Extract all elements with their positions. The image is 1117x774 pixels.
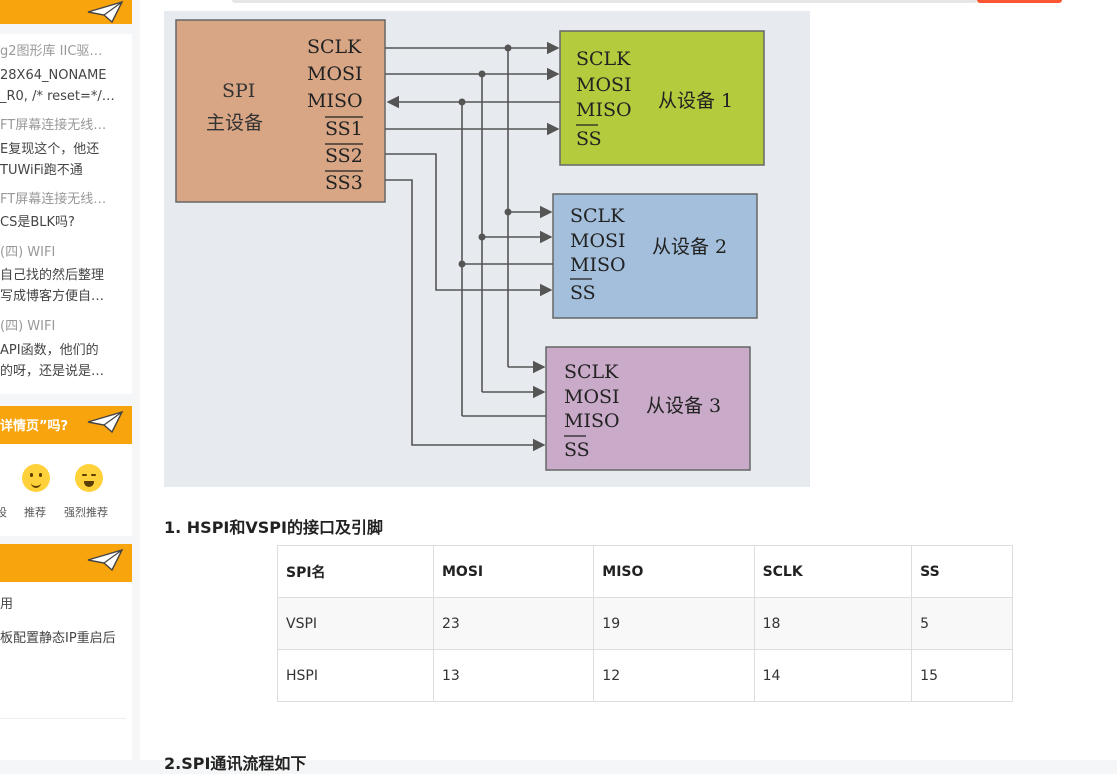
rating-label[interactable]: 推荐: [24, 506, 46, 519]
related-item-snippet[interactable]: _R0, /* reset=*/…: [0, 89, 115, 104]
related-item-snippet[interactable]: 写成博客方便自…: [0, 289, 105, 304]
related-item-snippet[interactable]: E复现这个，他还: [0, 142, 100, 157]
bottom-list-card: 用 板配置静态IP重启后: [0, 582, 132, 760]
table-header-cell: MOSI: [432, 545, 595, 598]
related-item-title[interactable]: FT屏幕连接无线…: [0, 118, 107, 133]
related-item-title[interactable]: g2图形库 IIC驱…: [0, 44, 103, 59]
master-pin-ss2: SS2: [325, 145, 363, 167]
section-heading-2: 2.SPI通讯流程如下: [164, 754, 307, 773]
master-device-box: [175, 19, 386, 203]
table-cell: 23: [432, 597, 595, 650]
slave-label: 从设备 1: [658, 90, 733, 112]
rating-label[interactable]: 设: [0, 506, 7, 519]
related-item-title[interactable]: (四) WIFI: [0, 245, 56, 260]
svg-text:MISO: MISO: [564, 410, 620, 432]
divider: [0, 718, 126, 719]
smile-emoji-icon[interactable]: [22, 464, 50, 492]
master-pin-mosi: MOSI: [307, 63, 363, 85]
related-item-snippet[interactable]: 自己找的然后整理: [0, 268, 105, 283]
table-header-cell: SCLK: [753, 545, 913, 598]
rating-label[interactable]: 强烈推荐: [64, 506, 108, 519]
master-pin-sclk: SCLK: [307, 36, 362, 58]
master-role: 主设备: [206, 112, 263, 134]
section-heading-1: 1. HSPI和VSPI的接口及引脚: [164, 518, 383, 537]
svg-text:SCLK: SCLK: [576, 48, 631, 70]
slave-label: 从设备 2: [652, 236, 727, 258]
paper-plane-icon: [86, 0, 126, 24]
table-cell: VSPI: [277, 597, 434, 650]
svg-text:MOSI: MOSI: [576, 74, 632, 96]
table-row: HSPI 13 12 14 15: [277, 649, 1013, 702]
spi-pin-table: SPI名 MOSI MISO SCLK SS VSPI 23 19 18 5 H…: [277, 545, 1013, 702]
table-cell: 5: [911, 597, 1013, 650]
related-item-snippet[interactable]: CS是BLK吗?: [0, 215, 75, 230]
svg-text:MISO: MISO: [570, 254, 626, 276]
rating-card: 设 推荐 强烈推荐: [0, 444, 132, 536]
sidebar-header-top: [0, 0, 132, 24]
sidebar: g2图形库 IIC驱… 28X64_NONAME _R0, /* reset=*…: [0, 0, 132, 760]
table-cell: 19: [593, 597, 755, 650]
related-item-snippet[interactable]: TUWiFi跑不通: [0, 163, 83, 178]
slave-device-2: SCLK MOSI MISO SS 从设备 2: [552, 193, 758, 319]
table-cell: 18: [753, 597, 913, 650]
table-row: VSPI 23 19 18 5: [277, 597, 1013, 650]
svg-text:MISO: MISO: [576, 99, 632, 121]
table-header-cell: MISO: [593, 545, 755, 598]
master-name: SPI: [222, 80, 255, 102]
related-item-snippet[interactable]: API函数，他们的: [0, 343, 99, 358]
search-button[interactable]: [977, 0, 1062, 3]
rating-header: 详情页”吗?: [0, 406, 132, 444]
table-cell: HSPI: [277, 649, 434, 702]
bottom-list-item[interactable]: 板配置静态IP重启后: [0, 631, 116, 646]
slave-device-1: SCLK MOSI MISO SS 从设备 1: [559, 30, 765, 166]
search-bar[interactable]: [232, 0, 977, 3]
table-header-cell: SS: [911, 545, 1013, 598]
slave-device-3: SCLK MOSI MISO SS 从设备 3: [545, 346, 751, 471]
table-cell: 14: [753, 649, 913, 702]
bottom-list-item[interactable]: 用: [0, 597, 14, 612]
related-item-title[interactable]: (四) WIFI: [0, 319, 56, 334]
table-cell: 13: [432, 649, 595, 702]
spi-diagram-image: SPI 主设备 SCLK MOSI MISO SS1 SS2 SS3 SCLK …: [164, 11, 810, 487]
table-cell: 15: [911, 649, 1013, 702]
svg-text:SCLK: SCLK: [570, 205, 625, 227]
grin-emoji-icon[interactable]: [75, 464, 103, 492]
rating-title: 详情页”吗?: [0, 419, 69, 434]
table-cell: 12: [593, 649, 755, 702]
related-item-snippet[interactable]: 的呀，还是说是…: [0, 364, 105, 379]
related-articles-card: g2图形库 IIC驱… 28X64_NONAME _R0, /* reset=*…: [0, 34, 132, 394]
master-pin-ss3: SS3: [325, 172, 363, 194]
related-item-title[interactable]: FT屏幕连接无线…: [0, 192, 107, 207]
svg-text:SS: SS: [570, 282, 596, 304]
paper-plane-icon: [86, 548, 126, 578]
sidebar-header-bottom: [0, 544, 132, 582]
master-pin-ss1: SS1: [325, 118, 363, 140]
paper-plane-icon: [86, 410, 126, 440]
slave-label: 从设备 3: [646, 395, 721, 417]
table-header-cell: SPI名: [277, 545, 434, 598]
svg-text:MOSI: MOSI: [564, 386, 620, 408]
table-header-row: SPI名 MOSI MISO SCLK SS: [277, 545, 1013, 598]
svg-text:SCLK: SCLK: [564, 361, 619, 383]
related-item-snippet[interactable]: 28X64_NONAME: [0, 68, 107, 83]
master-pin-miso: MISO: [307, 90, 363, 112]
svg-text:MOSI: MOSI: [570, 230, 626, 252]
svg-text:SS: SS: [576, 128, 602, 150]
svg-text:SS: SS: [564, 439, 590, 461]
